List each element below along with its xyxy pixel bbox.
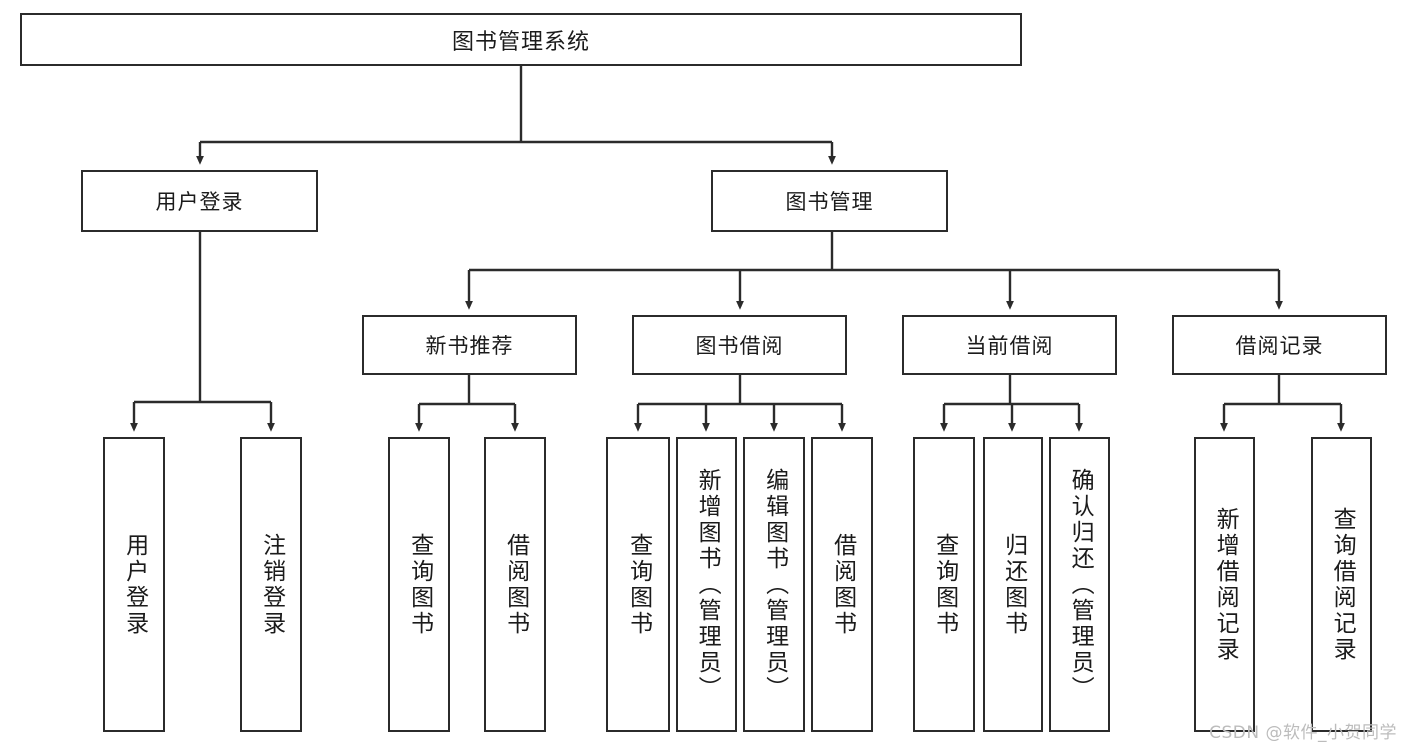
node-label: 新增借阅记录 [1212,506,1239,663]
node-label: 用户登录 [155,190,244,214]
node-label: 借阅图书 [829,532,856,637]
node-label: 借阅图书 [502,532,529,637]
node-root-system[interactable]: 图书管理系统 [20,13,1022,66]
node-label: 新增图书（管理员） [694,467,721,702]
leaf-borrow-edit-book-admin[interactable]: 编辑图书（管理员） [743,437,805,732]
leaf-recommend-borrow-book[interactable]: 借阅图书 [484,437,546,732]
leaf-current-query-book[interactable]: 查询图书 [913,437,975,732]
node-label: 查询图书 [931,532,958,637]
node-book-borrow[interactable]: 图书借阅 [632,315,847,375]
node-new-book-recommend[interactable]: 新书推荐 [362,315,577,375]
node-label: 借阅记录 [1235,334,1324,358]
csdn-watermark: CSDN @软件_小贺同学 [1209,723,1397,743]
node-book-management[interactable]: 图书管理 [711,170,948,232]
node-label: 用户登录 [121,532,148,637]
leaf-records-add-record[interactable]: 新增借阅记录 [1194,437,1255,732]
node-label: 查询借阅记录 [1329,506,1356,663]
leaf-user-login-logout[interactable]: 注销登录 [240,437,302,732]
node-label: 注销登录 [258,532,285,637]
node-label: 图书管理 [785,190,874,214]
node-label: 图书借阅 [695,334,784,358]
node-label: 查询图书 [406,532,433,637]
node-user-login[interactable]: 用户登录 [81,170,318,232]
node-current-borrow[interactable]: 当前借阅 [902,315,1117,375]
leaf-user-login-login[interactable]: 用户登录 [103,437,165,732]
node-label: 查询图书 [625,532,652,637]
node-label: 确认归还（管理员） [1067,467,1094,702]
leaf-borrow-borrow-book[interactable]: 借阅图书 [811,437,873,732]
leaf-records-query-record[interactable]: 查询借阅记录 [1311,437,1372,732]
node-label: 图书管理系统 [451,29,590,55]
node-label: 归还图书 [1000,532,1027,637]
node-label: 编辑图书（管理员） [761,467,788,702]
node-label: 当前借阅 [965,334,1054,358]
leaf-recommend-query-book[interactable]: 查询图书 [388,437,450,732]
leaf-borrow-query-book[interactable]: 查询图书 [606,437,670,732]
leaf-current-return-book[interactable]: 归还图书 [983,437,1043,732]
leaf-borrow-add-book-admin[interactable]: 新增图书（管理员） [676,437,737,732]
node-label: 新书推荐 [425,334,514,358]
node-borrow-records[interactable]: 借阅记录 [1172,315,1387,375]
leaf-current-confirm-return-admin[interactable]: 确认归还（管理员） [1049,437,1110,732]
